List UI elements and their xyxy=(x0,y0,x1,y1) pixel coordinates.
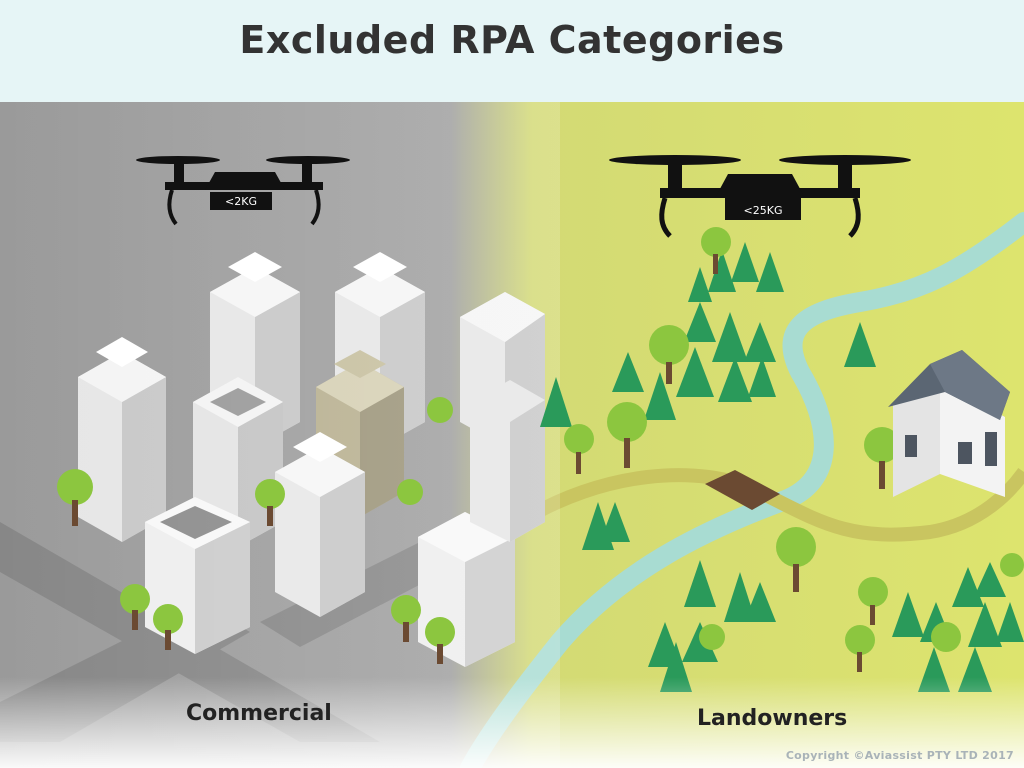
commercial-label: Commercial xyxy=(186,701,332,726)
drone-right-weight-label: <25KG xyxy=(744,204,783,217)
illustration: <2KG <25KG xyxy=(0,102,1024,768)
bridge xyxy=(705,470,780,510)
page-title: Excluded RPA Categories xyxy=(239,18,785,62)
copyright-notice: Copyright ©Aviassist PTY LTD 2017 xyxy=(785,749,1014,762)
city-buildings xyxy=(0,102,560,768)
city-trees xyxy=(57,397,455,664)
house xyxy=(888,350,1010,497)
landowners-label: Landowners xyxy=(697,706,848,731)
drone-left-weight-label: <2KG xyxy=(225,195,257,208)
drone-left-weight-badge xyxy=(210,192,272,210)
drone-right: <25KG xyxy=(609,155,911,238)
rural-trees xyxy=(540,227,1024,692)
header-bar xyxy=(0,0,1024,102)
drone-left: <2KG xyxy=(136,156,350,226)
drone-right-weight-badge xyxy=(725,198,801,220)
dirt-path xyxy=(516,467,1024,542)
